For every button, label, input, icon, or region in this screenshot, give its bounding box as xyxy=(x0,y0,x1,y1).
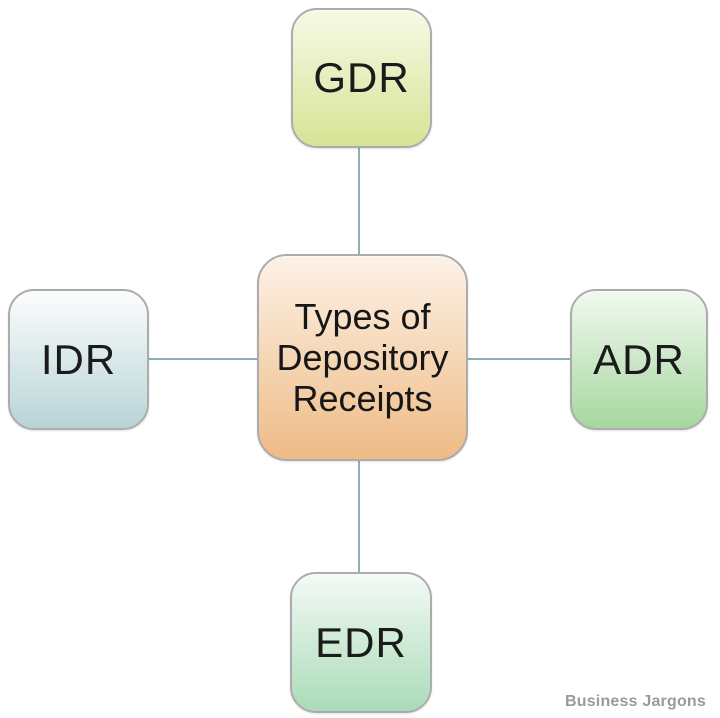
center-label-line-2: Depository xyxy=(276,337,449,378)
connector-center-to-gdr xyxy=(358,146,360,258)
connector-center-to-adr xyxy=(464,358,574,360)
watermark: Business Jargons xyxy=(564,693,706,710)
node-gdr-label: GDR xyxy=(313,54,410,101)
center-label-line-1: Types of xyxy=(294,296,431,337)
node-idr: IDR xyxy=(8,289,149,430)
node-gdr: GDR xyxy=(291,8,432,148)
node-edr-label: EDR xyxy=(315,618,407,666)
connector-center-to-idr xyxy=(147,358,261,360)
node-center-label: Types of Depository Receipts xyxy=(276,296,448,419)
node-edr: EDR xyxy=(290,572,432,713)
center-label-line-3: Receipts xyxy=(292,378,433,419)
connector-center-to-edr xyxy=(358,458,360,576)
node-adr-label: ADR xyxy=(593,335,685,383)
node-idr-label: IDR xyxy=(40,335,117,383)
node-adr: ADR xyxy=(570,289,708,430)
node-center: Types of Depository Receipts xyxy=(257,254,468,461)
